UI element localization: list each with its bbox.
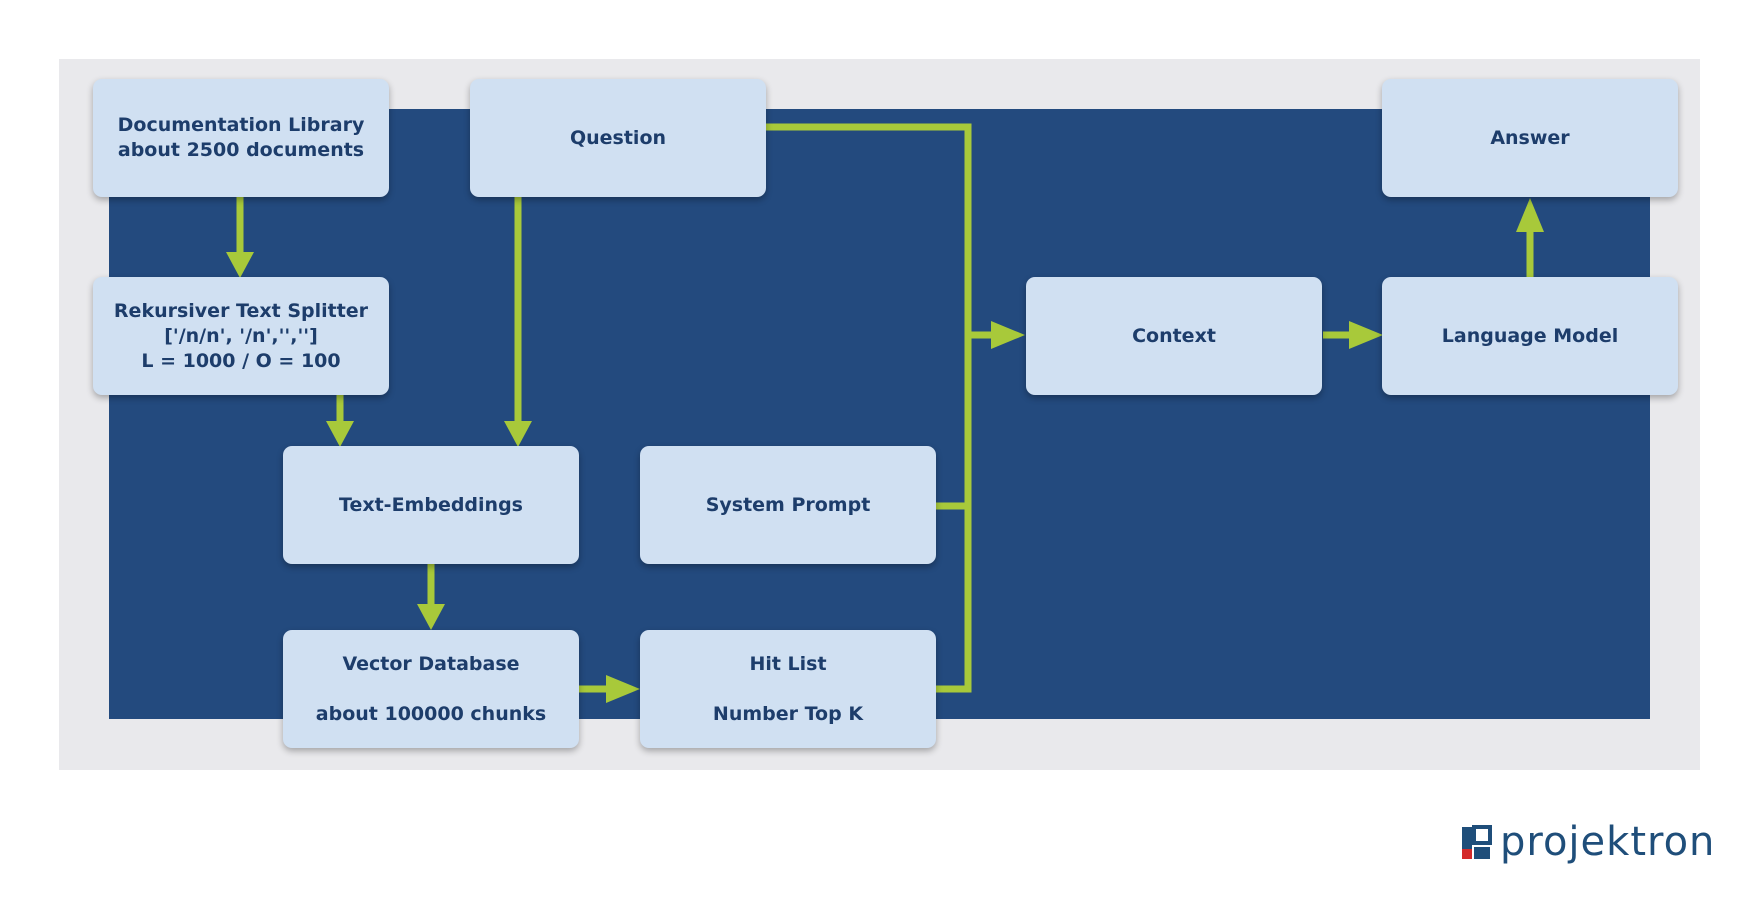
- language-model-label: Language Model: [1441, 324, 1619, 347]
- question-label: Question: [569, 126, 667, 149]
- arrowhead-context: [991, 321, 1025, 349]
- documentation-library-count: about 2500 documents: [117, 139, 365, 161]
- projektron-logo-icon: [1462, 825, 1492, 859]
- projektron-logo: projektron: [1462, 820, 1715, 864]
- hit-list-title: Hit List: [749, 652, 827, 675]
- arrowhead-embeddings-right: [504, 421, 532, 447]
- arrowhead-splitter: [226, 252, 254, 278]
- system-prompt-label: System Prompt: [705, 493, 871, 516]
- question-box: Question: [470, 79, 766, 197]
- projektron-wordmark: projektron: [1500, 819, 1716, 865]
- text-splitter-title: Rekursiver Text Splitter: [113, 299, 369, 322]
- arrowhead-answer: [1516, 198, 1544, 232]
- answer-label: Answer: [1490, 126, 1570, 149]
- context-box: Context: [1026, 277, 1322, 395]
- text-embeddings-box: Text-Embeddings: [283, 446, 579, 564]
- diagram-panel: [109, 109, 1650, 719]
- documentation-library-box: Documentation Library about 2500 documen…: [93, 79, 389, 197]
- arrowhead-embeddings-left: [326, 421, 354, 447]
- hit-list-topk: Number Top K: [712, 702, 864, 725]
- line-hitlist-to-bus: [936, 335, 972, 693]
- hit-list-box: Hit List Number Top K: [640, 630, 936, 748]
- line-question-to-bus: [766, 123, 972, 335]
- arrowhead-database: [417, 604, 445, 630]
- text-splitter-separators: ['/n/n', '/n','','']: [164, 324, 318, 347]
- text-embeddings-label: Text-Embeddings: [339, 493, 523, 516]
- documentation-library-title: Documentation Library: [117, 114, 365, 136]
- arrowhead-model: [1349, 321, 1383, 349]
- vector-database-box: Vector Database about 100000 chunks: [283, 630, 579, 748]
- answer-box: Answer: [1382, 79, 1678, 197]
- text-splitter-params: L = 1000 / O = 100: [141, 349, 341, 372]
- vector-database-title: Vector Database: [342, 652, 520, 675]
- text-splitter-box: Rekursiver Text Splitter ['/n/n', '/n','…: [93, 277, 389, 395]
- arrowhead-hitlist: [606, 675, 640, 703]
- system-prompt-box: System Prompt: [640, 446, 936, 564]
- vector-database-count: about 100000 chunks: [315, 702, 547, 725]
- context-label: Context: [1132, 324, 1216, 347]
- language-model-box: Language Model: [1382, 277, 1678, 395]
